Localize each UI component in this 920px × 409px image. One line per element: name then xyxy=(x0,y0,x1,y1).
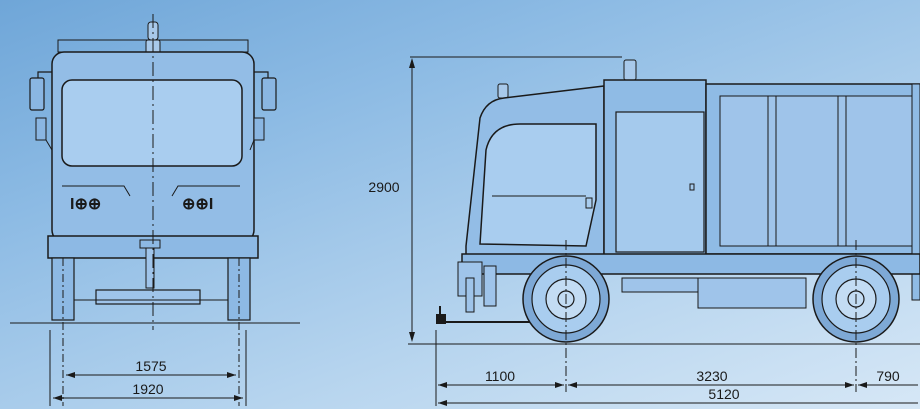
left-mirror xyxy=(29,71,53,151)
side-water-tank xyxy=(697,277,807,309)
dimension-790: 790 xyxy=(858,368,918,388)
side-cab-door xyxy=(479,123,597,247)
side-step xyxy=(621,277,699,293)
side-hopper-panel xyxy=(719,95,920,247)
dim-790-label: 790 xyxy=(876,368,900,384)
left-headlight-icon: I⊕⊕ xyxy=(62,185,131,213)
front-hydraulic-cylinder xyxy=(145,247,155,289)
front-brush-mount xyxy=(95,289,201,305)
front-windshield xyxy=(61,79,243,167)
dim-1920-label: 1920 xyxy=(132,381,163,397)
right-headlight-icon: ⊕⊕I xyxy=(171,185,240,213)
dimension-3230: 3230 xyxy=(568,368,854,388)
side-service-door xyxy=(615,111,705,253)
dim-3230-label: 3230 xyxy=(696,368,727,384)
right-mirror xyxy=(249,71,277,151)
dim-5120-label: 5120 xyxy=(708,386,739,402)
dim-1575-label: 1575 xyxy=(135,358,166,374)
dimension-1920: 1920 xyxy=(53,381,243,401)
dimension-1575: 1575 xyxy=(66,358,236,378)
dimension-5120: 5120 xyxy=(438,386,918,406)
dim-2900-label: 2900 xyxy=(368,179,399,195)
dimension-2900: 2900 xyxy=(368,56,622,342)
side-beacon-front xyxy=(497,83,509,99)
svg-text:I⊕⊕: I⊕⊕ xyxy=(70,196,101,213)
svg-text:⊕⊕I: ⊕⊕I xyxy=(182,196,213,213)
front-view: I⊕⊕ ⊕⊕I 1575 1920 xyxy=(10,14,300,406)
side-front-brush xyxy=(436,261,530,324)
side-view: 2900 xyxy=(368,56,920,406)
dimension-1100: 1100 xyxy=(438,368,564,388)
side-beacon-rear xyxy=(623,59,637,81)
dim-1100-label: 1100 xyxy=(485,368,515,384)
